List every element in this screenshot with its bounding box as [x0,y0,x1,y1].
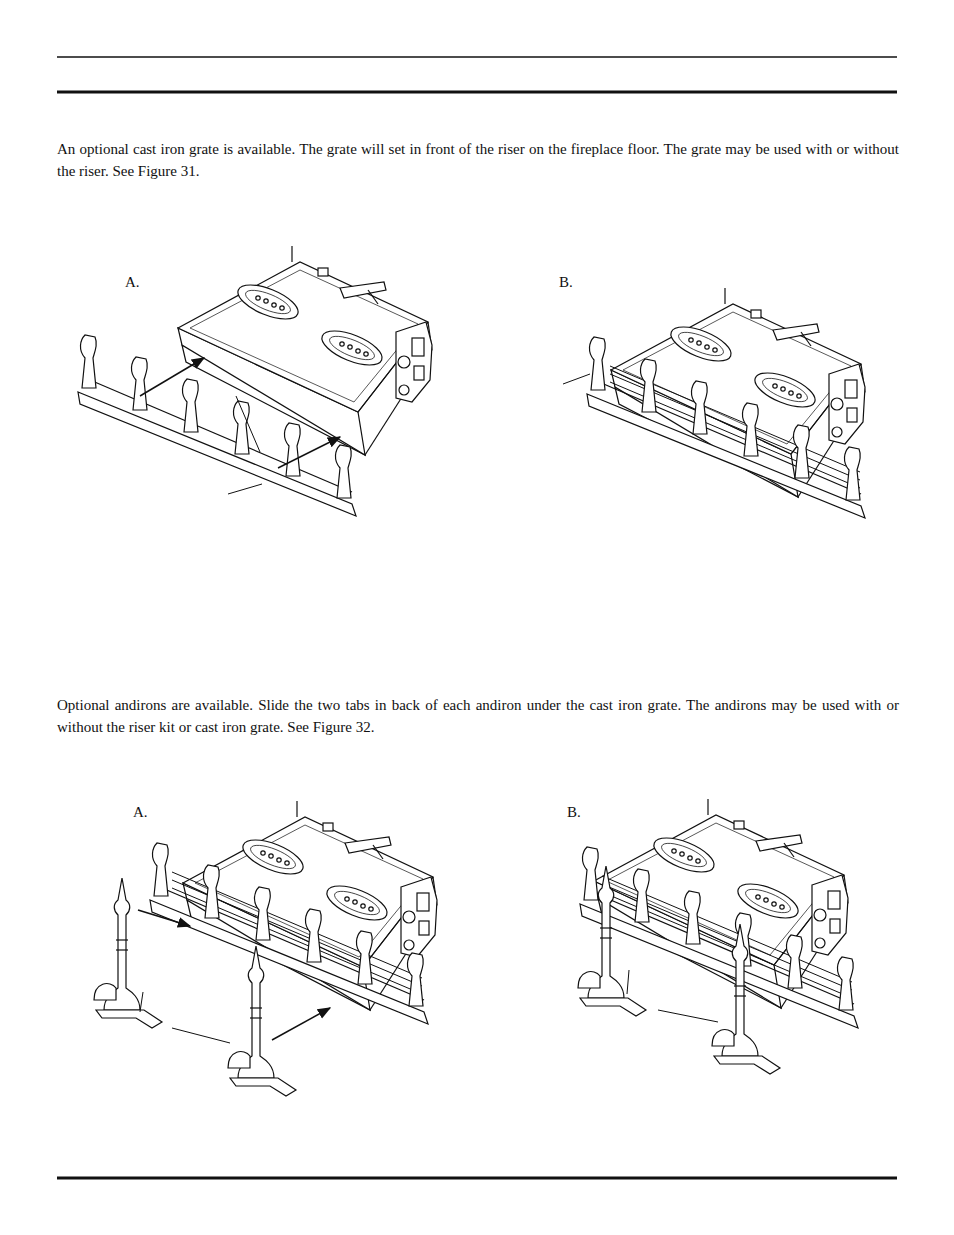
figure-label: B. [567,801,607,823]
figure-label: A. [133,801,173,823]
figure-label: B. [559,271,599,293]
figure-label: A. [125,271,165,293]
body-paragraph: An optional cast iron grate is available… [57,138,899,182]
body-paragraph: Optional andirons are available. Slide t… [57,694,899,738]
